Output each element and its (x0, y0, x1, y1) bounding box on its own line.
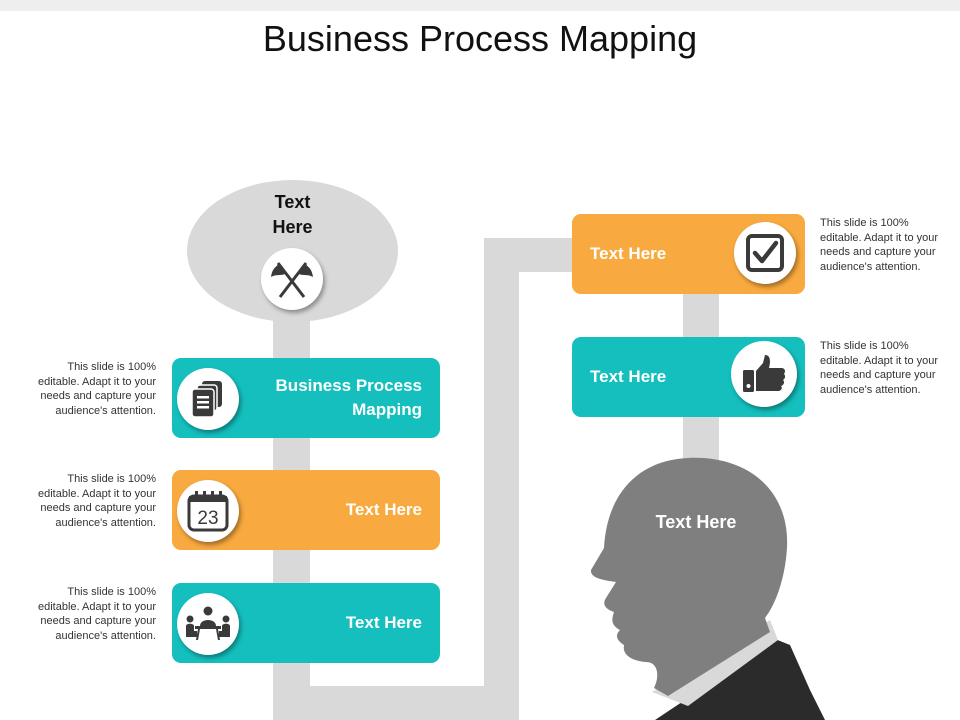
step-description: This slide is 100% editable. Adapt it to… (820, 340, 939, 396)
connector-bottom-horizontal (273, 686, 519, 720)
step-description: This slide is 100% editable. Adapt it to… (37, 473, 156, 529)
suit (655, 637, 825, 720)
head (590, 457, 788, 696)
top-node-label: Text Here (272, 192, 313, 237)
meeting-icon (177, 593, 239, 655)
calendar-icon: 23 (177, 480, 239, 542)
documents-icon (177, 368, 239, 430)
step-description: This slide is 100% editable. Adapt it to… (37, 586, 156, 642)
step-description: This slide is 100% editable. Adapt it to… (37, 361, 156, 417)
head-node-label: Text Here (655, 512, 737, 532)
connector-top-horizontal (484, 238, 584, 272)
connector-middle-vertical (484, 238, 519, 720)
collar (652, 620, 778, 706)
page-title: Business Process Mapping (262, 18, 698, 59)
crossed-flags-icon (261, 248, 323, 310)
thumbs-up-icon (731, 341, 797, 407)
step-label: Text Here (590, 244, 667, 263)
calendar-day: 23 (197, 508, 218, 529)
step-label: Text Here (590, 367, 667, 386)
step-label: Text Here (345, 613, 422, 632)
step-label: Business Process Mapping (275, 376, 422, 419)
checkbox-icon (734, 222, 796, 284)
top-strip (0, 0, 960, 11)
step-label: Text Here (345, 500, 422, 519)
step-description: This slide is 100% editable. Adapt it to… (820, 217, 939, 273)
